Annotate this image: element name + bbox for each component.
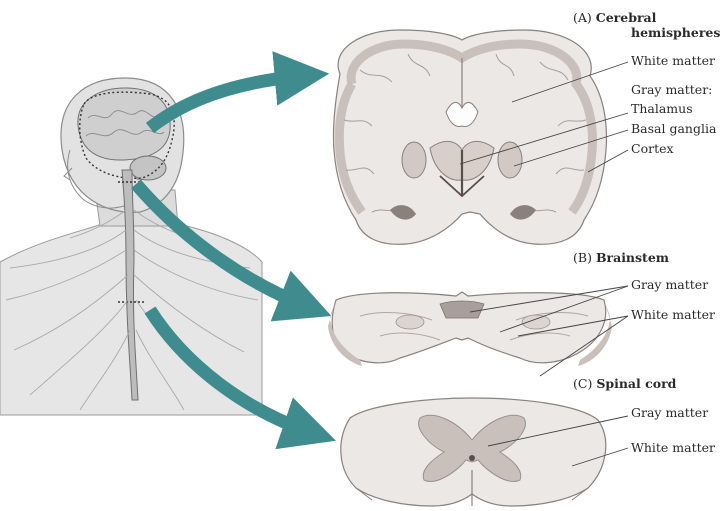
panel-a-heading-line2: hemispheres	[631, 25, 720, 40]
label-gray-matter-b: Gray matter	[631, 277, 708, 292]
spinal-cord-section	[341, 398, 606, 506]
label-white-matter-b: White matter	[631, 307, 715, 322]
panel-c-title: Spinal cord	[596, 376, 676, 391]
label-cortex: Cortex	[631, 141, 674, 156]
label-white-matter-a: White matter	[631, 53, 715, 68]
panel-b-heading: (B) Brainstem	[573, 250, 669, 265]
label-white-matter-c: White matter	[631, 440, 715, 455]
brainstem-section	[328, 292, 612, 366]
panel-c-heading: (C) Spinal cord	[573, 376, 676, 391]
panel-b-title: Brainstem	[596, 250, 669, 265]
human-body-illustration	[0, 78, 262, 415]
label-gray-matter-c: Gray matter	[631, 405, 708, 420]
panel-a-title-line1: Cerebral	[596, 10, 657, 25]
panel-a-title-line2: hemispheres	[631, 25, 720, 40]
cerebral-hemispheres-section	[333, 30, 606, 244]
panel-a-heading: (A) Cerebral	[573, 10, 656, 25]
label-thalamus: Thalamus	[631, 101, 693, 116]
panel-b-tag: (B)	[573, 250, 592, 265]
panel-c-tag: (C)	[573, 376, 592, 391]
panel-a-tag: (A)	[573, 10, 592, 25]
label-gray-matter-a: Gray matter:	[631, 82, 712, 97]
label-basal-ganglia: Basal ganglia	[631, 121, 716, 136]
